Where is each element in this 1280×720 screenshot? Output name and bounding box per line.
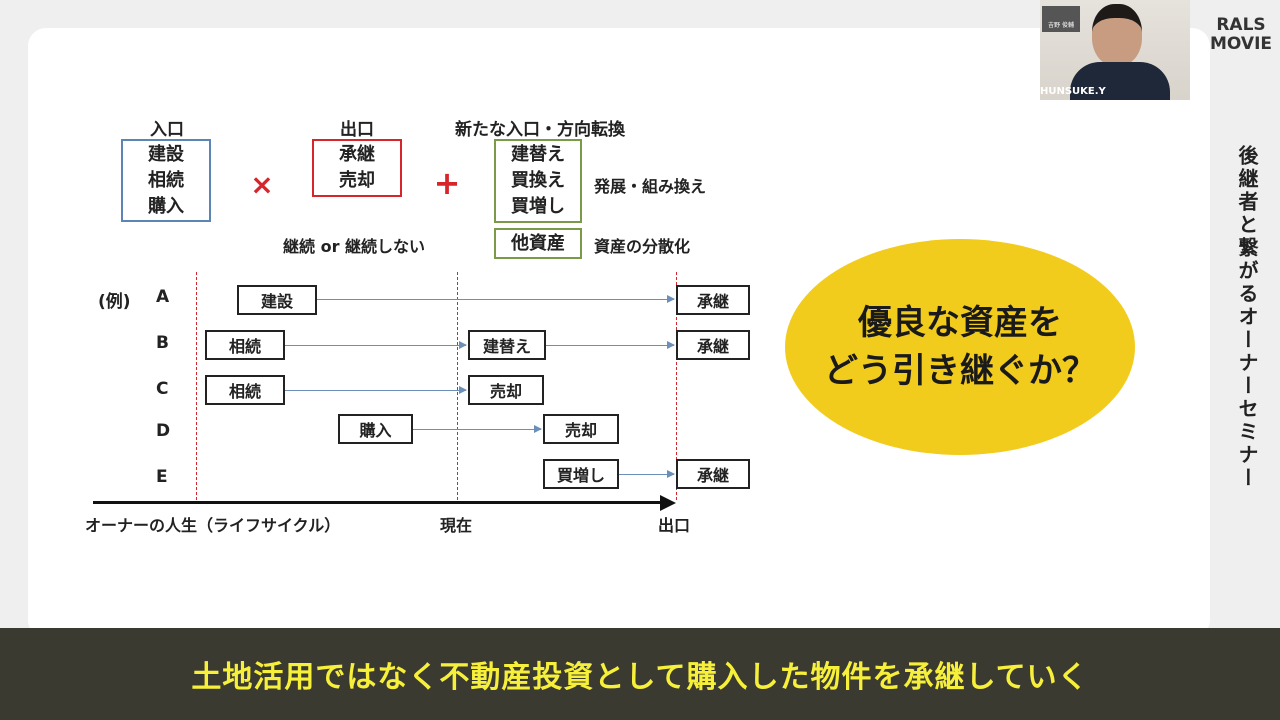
exit-item: 売却 <box>339 170 375 191</box>
plus-sign: + <box>433 164 461 202</box>
row-label: E <box>156 467 168 487</box>
person-head <box>1092 4 1142 66</box>
entry-item: 相続 <box>148 169 184 191</box>
row-a-end: 承継 <box>676 285 750 315</box>
subtitle-bar: 土地活用ではなく不動産投資として購入した物件を承継していく <box>0 628 1280 720</box>
row-b-mid: 建替え <box>468 330 546 360</box>
row-b-end: 承継 <box>676 330 750 360</box>
arrow <box>285 386 467 394</box>
arrow <box>413 425 542 433</box>
now-line <box>457 272 458 500</box>
example-prefix: (例) <box>98 292 131 312</box>
continue-note: 継続 or 継続しない <box>283 237 426 256</box>
axis-arrowhead <box>660 495 676 511</box>
seminar-title: 後継者と繋がるオーナーセミナー <box>1235 145 1259 490</box>
exit-item: 承継 <box>339 144 375 165</box>
new-item: 買増し <box>511 196 565 217</box>
axis-now-label: 現在 <box>440 516 473 535</box>
row-d-mid: 売却 <box>543 414 619 444</box>
axis-start-label: オーナーの人生（ライフサイクル） <box>85 516 341 535</box>
times-sign: × <box>250 168 274 201</box>
person-body <box>1070 62 1170 100</box>
callout-line2: どう引き継ぐか？ <box>824 351 1096 391</box>
arrow <box>285 341 467 349</box>
brand-line2: MOVIE <box>1210 34 1273 54</box>
row-d-start: 購入 <box>338 414 413 444</box>
brand-logo: RALS MOVIE <box>1210 16 1272 54</box>
nameplate: 吉野 俊輔 <box>1042 6 1080 32</box>
arrow <box>317 295 675 303</box>
new-entry-box: 建替え 買換え 買増し <box>494 139 582 223</box>
subtitle-text: 土地活用ではなく不動産投資として購入した物件を承継していく <box>191 660 1089 695</box>
other-asset-box: 他資産 <box>494 228 582 259</box>
row-b-start: 相続 <box>205 330 285 360</box>
arrow <box>546 341 675 349</box>
new-item: 買換え <box>511 170 565 191</box>
webcam-video: 吉野 俊輔 HUNSUKE.Y <box>1040 0 1190 100</box>
row-label: D <box>156 421 171 441</box>
other-note: 資産の分散化 <box>594 237 691 256</box>
row-label: B <box>156 333 169 353</box>
other-asset: 他資産 <box>511 232 565 254</box>
entry-label: 入口 <box>150 120 184 140</box>
brand-line1: RALS <box>1216 15 1266 35</box>
row-label: A <box>156 287 170 307</box>
arrow <box>619 470 675 478</box>
callout-line1: 優良な資産を <box>858 303 1062 343</box>
row-c-mid: 売却 <box>468 375 544 405</box>
row-a-start: 建設 <box>237 285 317 315</box>
new-item: 建替え <box>511 144 565 165</box>
row-e-mid: 買増し <box>543 459 619 489</box>
participant-name: HUNSUKE.Y <box>1040 86 1106 97</box>
callout-bubble: 優良な資産を どう引き継ぐか？ <box>785 239 1135 455</box>
row-e-end: 承継 <box>676 459 750 489</box>
new-label: 新たな入口・方向転換 <box>455 120 625 140</box>
row-c-start: 相続 <box>205 375 285 405</box>
axis-exit-label: 出口 <box>658 516 691 535</box>
exit-label: 出口 <box>340 120 374 140</box>
new-note: 発展・組み換え <box>594 177 707 196</box>
row-label: C <box>156 379 169 399</box>
entry-item: 購入 <box>148 195 184 217</box>
exit-box: 承継 売却 <box>312 139 402 197</box>
entry-item: 建設 <box>148 143 184 165</box>
exit-line <box>676 272 677 500</box>
life-axis <box>93 501 663 504</box>
start-line <box>196 272 197 500</box>
entry-box: 建設 相続 購入 <box>121 139 211 222</box>
